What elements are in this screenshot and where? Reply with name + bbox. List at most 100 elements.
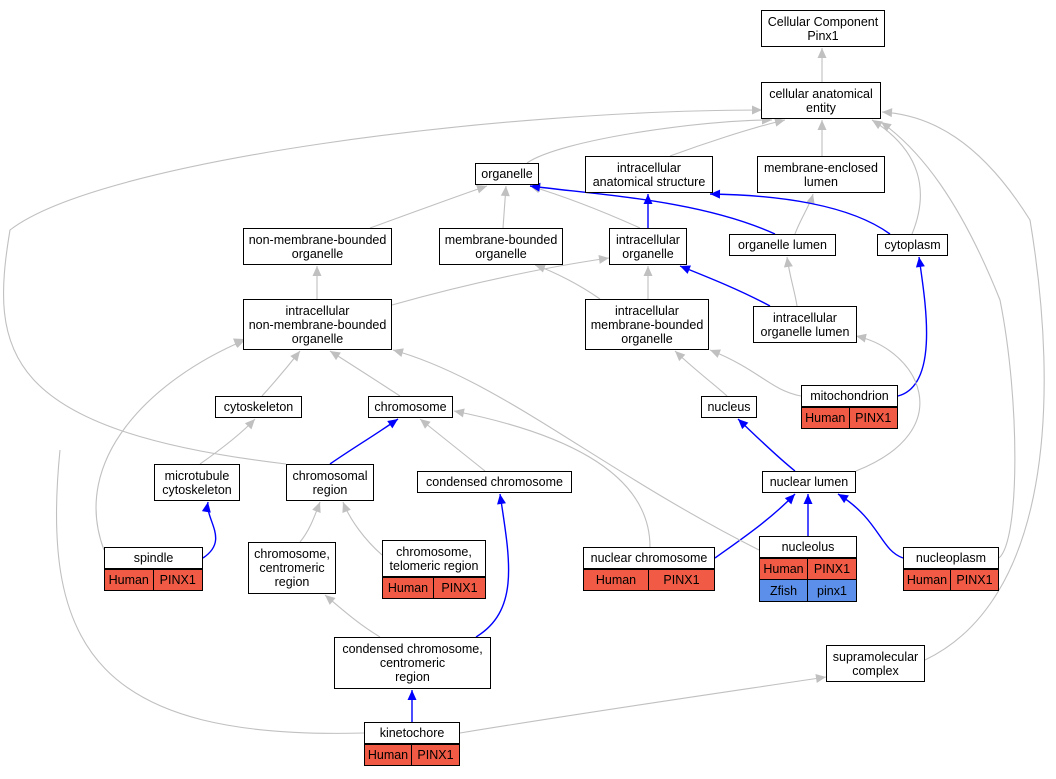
arrowhead [476, 184, 487, 194]
gene-cell: PINX1 [649, 569, 715, 591]
edge-nuclum-to-iol [855, 335, 921, 472]
arrowhead [774, 117, 785, 127]
node-nucleolus: nucleolus [759, 536, 857, 558]
arrowhead [454, 408, 465, 418]
arrowhead [500, 186, 510, 197]
edge-ias-to-cae [669, 119, 786, 157]
node-condchr: condensed chromosome [417, 471, 572, 493]
edge-nuclum-to-nucleus [737, 418, 796, 472]
node-nucleoplasm: nucleoplasm [903, 547, 999, 569]
arrowhead [738, 419, 749, 430]
node-chromosome: chromosome [368, 396, 453, 418]
node-cytoplasm: cytoplasm [877, 234, 948, 256]
arrowhead [817, 48, 827, 58]
arrowhead [784, 494, 795, 505]
edge-chrreg-to-cae [3, 109, 763, 465]
node-cae: cellular anatomical entity [761, 82, 881, 119]
species-cell: Human [382, 577, 434, 599]
edge-nucleoplasm-to-nuclum [837, 493, 904, 559]
edge-nmbo-to-organelle [369, 185, 488, 229]
arrowhead [330, 351, 341, 361]
arrowhead [201, 502, 211, 513]
arrowhead [783, 257, 793, 268]
node-imbo: intracellular membrane-bounded organelle [585, 299, 709, 350]
arrowhead [598, 254, 609, 264]
arrowhead [497, 494, 506, 505]
gene-cell: PINX1 [153, 569, 203, 591]
node-organelle: organelle [475, 163, 539, 185]
arrowhead [643, 266, 653, 276]
arrowhead [817, 120, 827, 130]
node-nuclum: nuclear lumen [762, 471, 856, 493]
arrowhead [535, 264, 546, 273]
edge-chrreg-to-chromosome [329, 418, 399, 465]
arrowhead [710, 189, 721, 199]
edge-chromosome-to-inmbo [329, 350, 401, 397]
edge-organelle-to-cae [526, 119, 773, 164]
edge-kinetochore-to-supra [459, 676, 827, 734]
arrowhead [803, 494, 813, 504]
arrowhead [290, 351, 300, 362]
arrowhead [675, 351, 686, 362]
edge-cytoplasm-to-ias [709, 193, 891, 235]
edge-inmbo-to-io [391, 257, 610, 306]
node-mtc: microtubule cytoskeleton [154, 464, 240, 501]
edge-kinetochore-to-inmbo [55, 449, 365, 734]
edge-nucchr-to-chromosome [453, 410, 651, 548]
arrowhead [710, 349, 721, 358]
arrowhead [915, 257, 925, 268]
node-nmbo: non-membrane-bounded organelle [243, 228, 392, 265]
node-root: Cellular Component Pinx1 [761, 10, 885, 47]
edge-spindle-to-inmbo [95, 339, 246, 551]
edge-nucchr-to-nuclum [714, 493, 796, 559]
arrowhead [680, 265, 691, 274]
node-supra: supramolecular complex [826, 645, 925, 682]
node-mel: membrane-enclosed lumen [757, 156, 885, 193]
arrowhead [643, 194, 653, 204]
arrowhead [244, 419, 255, 430]
arrowhead [881, 122, 892, 132]
species-cell: Human [801, 407, 850, 429]
node-ccc: condensed chromosome, centromeric region [334, 637, 491, 689]
edge-supra-to-cae [881, 111, 1045, 661]
edge-nucleoplasm-to-cae [880, 121, 1016, 559]
edge-condchr-to-chromosome [419, 418, 486, 472]
arrowhead [312, 502, 321, 513]
arrowhead [342, 502, 351, 513]
node-inmbo: intracellular non-membrane-bounded organ… [243, 299, 392, 350]
arrowhead [752, 105, 762, 115]
arrowhead [393, 348, 404, 358]
gene-cell: PINX1 [951, 569, 999, 591]
arrowhead [872, 120, 883, 130]
arrowhead [233, 338, 244, 347]
arrowhead [420, 419, 431, 429]
gene-cell: PINX1 [808, 558, 857, 580]
arrowhead [407, 690, 417, 700]
node-nucchr: nuclear chromosome [583, 547, 715, 569]
gene-cell: PINX1 [434, 577, 486, 599]
species-cell: Human [759, 558, 808, 580]
arrowhead [838, 494, 849, 504]
arrowhead [856, 333, 867, 343]
edge-nucleolus-to-inmbo [392, 349, 760, 551]
arrowhead [530, 182, 541, 192]
node-mito: mitochondrion [801, 385, 898, 407]
node-iol: intracellular organelle lumen [753, 306, 857, 343]
node-ol: organelle lumen [729, 234, 836, 256]
species-cell: Human [364, 744, 412, 766]
node-nucleus: nucleus [701, 396, 757, 418]
species-cell: Human [104, 569, 154, 591]
node-spindle: spindle [104, 547, 203, 569]
node-kinetochore: kinetochore [364, 722, 460, 744]
arrowhead [325, 595, 336, 605]
edge-nucleus-to-imbo [674, 350, 728, 397]
node-chrcen: chromosome, centromeric region [248, 542, 336, 594]
gene-cell: pinx1 [808, 580, 857, 602]
